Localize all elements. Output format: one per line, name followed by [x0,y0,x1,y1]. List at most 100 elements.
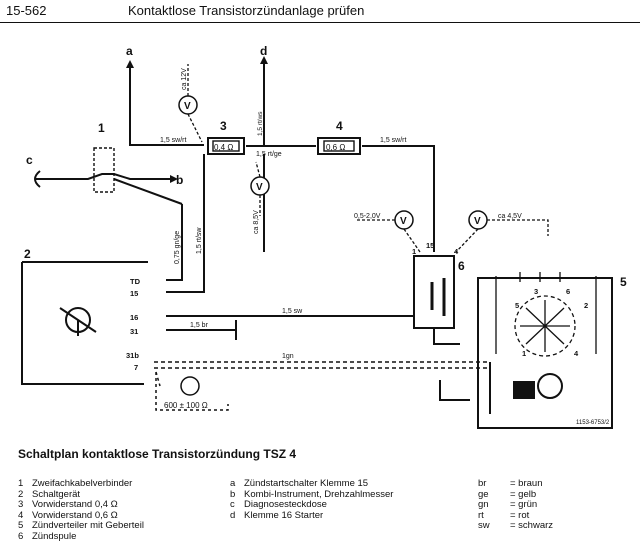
wire-label-9: ca 12V [181,68,188,90]
wire-label-5: 0,75 gn/ge [174,231,181,264]
wire-label-2: 1,5 rt/ge [256,151,282,158]
wire-dist-31b [439,362,491,414]
arrow-a [126,60,134,68]
pulse-generator [537,373,563,399]
resistor-3-value: 0,4 Ω [214,143,233,152]
legend-key: 5 [18,520,24,532]
legend-row: rt = rot [478,509,553,522]
wire-a [129,66,204,146]
voltmeter-3-label: V [400,216,407,227]
arrow-b [170,175,178,183]
device-2-box [21,261,148,385]
legend-key: ge [478,488,489,500]
legend-key: br [478,478,487,489]
legend-text: Klemme 16 Starter [244,509,324,521]
wire-label-12: 0,5-2,0V [354,213,381,220]
coil-pin-4: 4 [454,247,459,256]
dist-number-6: 6 [566,287,570,296]
resistor-4-value: 0,6 Ω [326,143,345,152]
wire-label-11: ca 8,5V [253,210,260,234]
legend-text: Vorwiderstand 0,4 Ω [32,499,118,511]
wire-label-8: 1gn [282,353,294,360]
legend-text: = schwarz [510,520,554,532]
device-2-pin-15: 15 [130,289,138,298]
legend-text: Zündstartschalter Klemme 15 [244,478,369,489]
legend-row: 3 Vorwiderstand 0,4 Ω [18,499,144,511]
wire-label-3: 1,5 sw/rt [380,137,407,144]
label-a: a [126,44,133,58]
wire-c-b [36,173,176,180]
legend-key: d [230,509,236,521]
resistor-3 [207,137,245,155]
distributor-rotor [514,295,576,357]
legend-row: ge = gelb [478,488,553,501]
wire-1-diag [113,178,183,205]
device-2-pin-td: TD [130,277,141,286]
dist-number-5: 5 [515,301,519,310]
legend-key: 6 [18,530,24,542]
legend-row: 6 Zündspule [18,530,144,543]
legend-key: b [230,488,236,500]
wire-label-4: 1,5 rt/sw [196,227,203,254]
label-component-6: 6 [458,259,465,273]
dist-number-1: 1 [522,349,526,358]
pulse-coil [513,381,535,399]
coil-ground [433,328,460,345]
legend-key: gn [478,499,489,511]
wire-4-to-coil [362,145,435,252]
arrow-d [260,56,268,64]
coil-pin-1: 1 [412,247,416,256]
plug-c [34,170,41,188]
page-header: 15-562 Kontaktlose Transistorzündanlage … [0,0,640,24]
ohm-label: 600 ± 100 Ω [164,401,208,410]
page-title: Kontaktlose Transistorzündanlage prüfen [128,3,365,18]
wire-gn-ge [166,204,183,281]
device-2-pin-16: 16 [130,313,138,322]
wire-label-13: ca 4,5V [498,213,522,220]
wire-label-10: 1,5 rt/ws [257,111,264,136]
wiring-diagram: a d c b 1 2 3 4 5 6 0,4 Ω 0,6 Ω 1,5 sw/r… [21,44,627,429]
wire-label-1: 1,5 sw/rt [160,137,187,144]
legend-row: gn= grün [478,499,553,511]
legend-key: c [230,499,235,511]
dist-number-4: 4 [574,349,579,358]
legend-text: = gelb [510,488,537,500]
connector-1 [93,147,115,193]
label-d: d [260,44,267,58]
label-component-3: 3 [220,119,227,133]
label-component-1: 1 [98,121,105,135]
legend-row: br = braun [478,478,553,490]
distributor-box [477,277,613,429]
wire-1gn [154,361,490,369]
dist-number-2: 2 [584,301,588,310]
dist-pin-31b: 31b [126,351,139,360]
wire-label-6: 1,5 sw [282,308,303,315]
legend-text: Zündspule [32,530,77,542]
label-component-4: 4 [336,119,343,133]
device-2-pin-31: 31 [130,327,138,336]
voltmeter-2-label: V [256,182,263,193]
legend-text: = rot [510,509,530,521]
wire-label-7: 1,5 br [190,322,209,329]
ohm-bracket [155,371,229,411]
legend-row: sw= schwarz [478,521,553,532]
label-component-2: 2 [24,247,31,261]
legend-key: rt [478,509,484,521]
label-c: c [26,153,33,167]
label-b: b [176,173,183,187]
legend-key: 3 [18,499,24,511]
legend-key: 4 [18,509,24,521]
legend-text: = braun [510,478,543,489]
header-rule [0,22,640,23]
resistor-4 [317,137,361,155]
legend-key: 2 [18,488,24,500]
coil-6-box [413,255,455,329]
